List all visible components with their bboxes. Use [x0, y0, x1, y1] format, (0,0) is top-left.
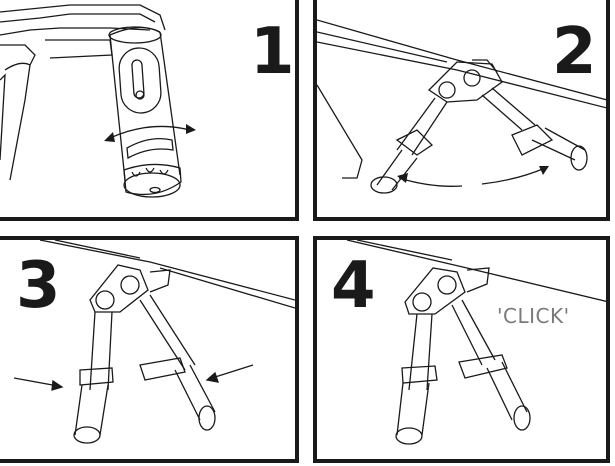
step-1-illustration: [0, 4, 196, 198]
step-number: 1: [250, 15, 295, 89]
rotate-arrow-icon: [104, 124, 196, 142]
step-1-panel: 1: [0, 0, 299, 221]
step-2-panel: 2: [313, 0, 610, 221]
swing-arrow-icon: [397, 166, 549, 187]
step-4-illustration: [346, 240, 606, 445]
step-number: 2: [552, 15, 597, 89]
step-4-panel: 4 'CLICK': [313, 236, 610, 463]
step-number: 4: [331, 249, 376, 323]
step-number: 3: [16, 249, 61, 323]
step-2-illustration: [317, 19, 606, 194]
push-arrows-icon: [13, 364, 254, 391]
step-3-illustration: [13, 240, 295, 444]
step-3-panel: 3: [0, 236, 299, 463]
click-annotation: 'CLICK': [497, 304, 570, 328]
